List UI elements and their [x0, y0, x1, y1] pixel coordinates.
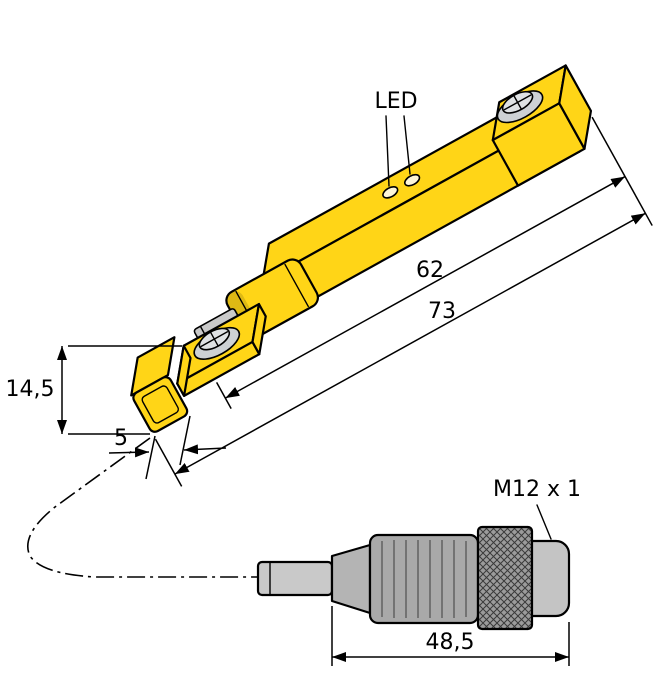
dim-62-73-ext-right: [591, 116, 653, 226]
dim-5-label: 5: [114, 426, 128, 451]
dim-5-arrow-right: [183, 444, 227, 455]
dim-485-label: 48,5: [426, 630, 475, 655]
dim-73-ext-left: [154, 438, 183, 487]
dim-5-ext-left: [145, 435, 156, 480]
connector-knurled-ring: [476, 525, 534, 631]
connector-thread-cap: [530, 539, 571, 618]
sensor-body-group: [130, 64, 653, 487]
screw-right-slot-v: [513, 95, 522, 110]
dim-73-line: [174, 212, 646, 475]
connector-cable-stub: [256, 560, 334, 597]
led-leader-line-2: [403, 115, 411, 175]
dim-62-label: 62: [416, 258, 444, 283]
connector-group: [256, 525, 571, 631]
mount-block-right-side-face: [558, 64, 593, 150]
led-label: LED: [374, 89, 417, 114]
connector-thread-leader: [536, 504, 552, 540]
dim-73-label: 73: [428, 299, 456, 324]
sensing-tab-chamfer-line: [141, 385, 180, 424]
connector-barrel: [368, 533, 480, 625]
connector-strain-relief: [330, 543, 372, 615]
connector-barrel-ribs: [381, 540, 467, 618]
mounting-screw-right: [496, 90, 544, 124]
connector-thread-label: M12 x 1: [493, 477, 581, 502]
led-leader-line-1: [385, 115, 390, 187]
dim-145-label: 14,5: [6, 377, 55, 402]
cable-centerline: [27, 437, 258, 578]
dim-5-ext-right: [179, 415, 191, 466]
